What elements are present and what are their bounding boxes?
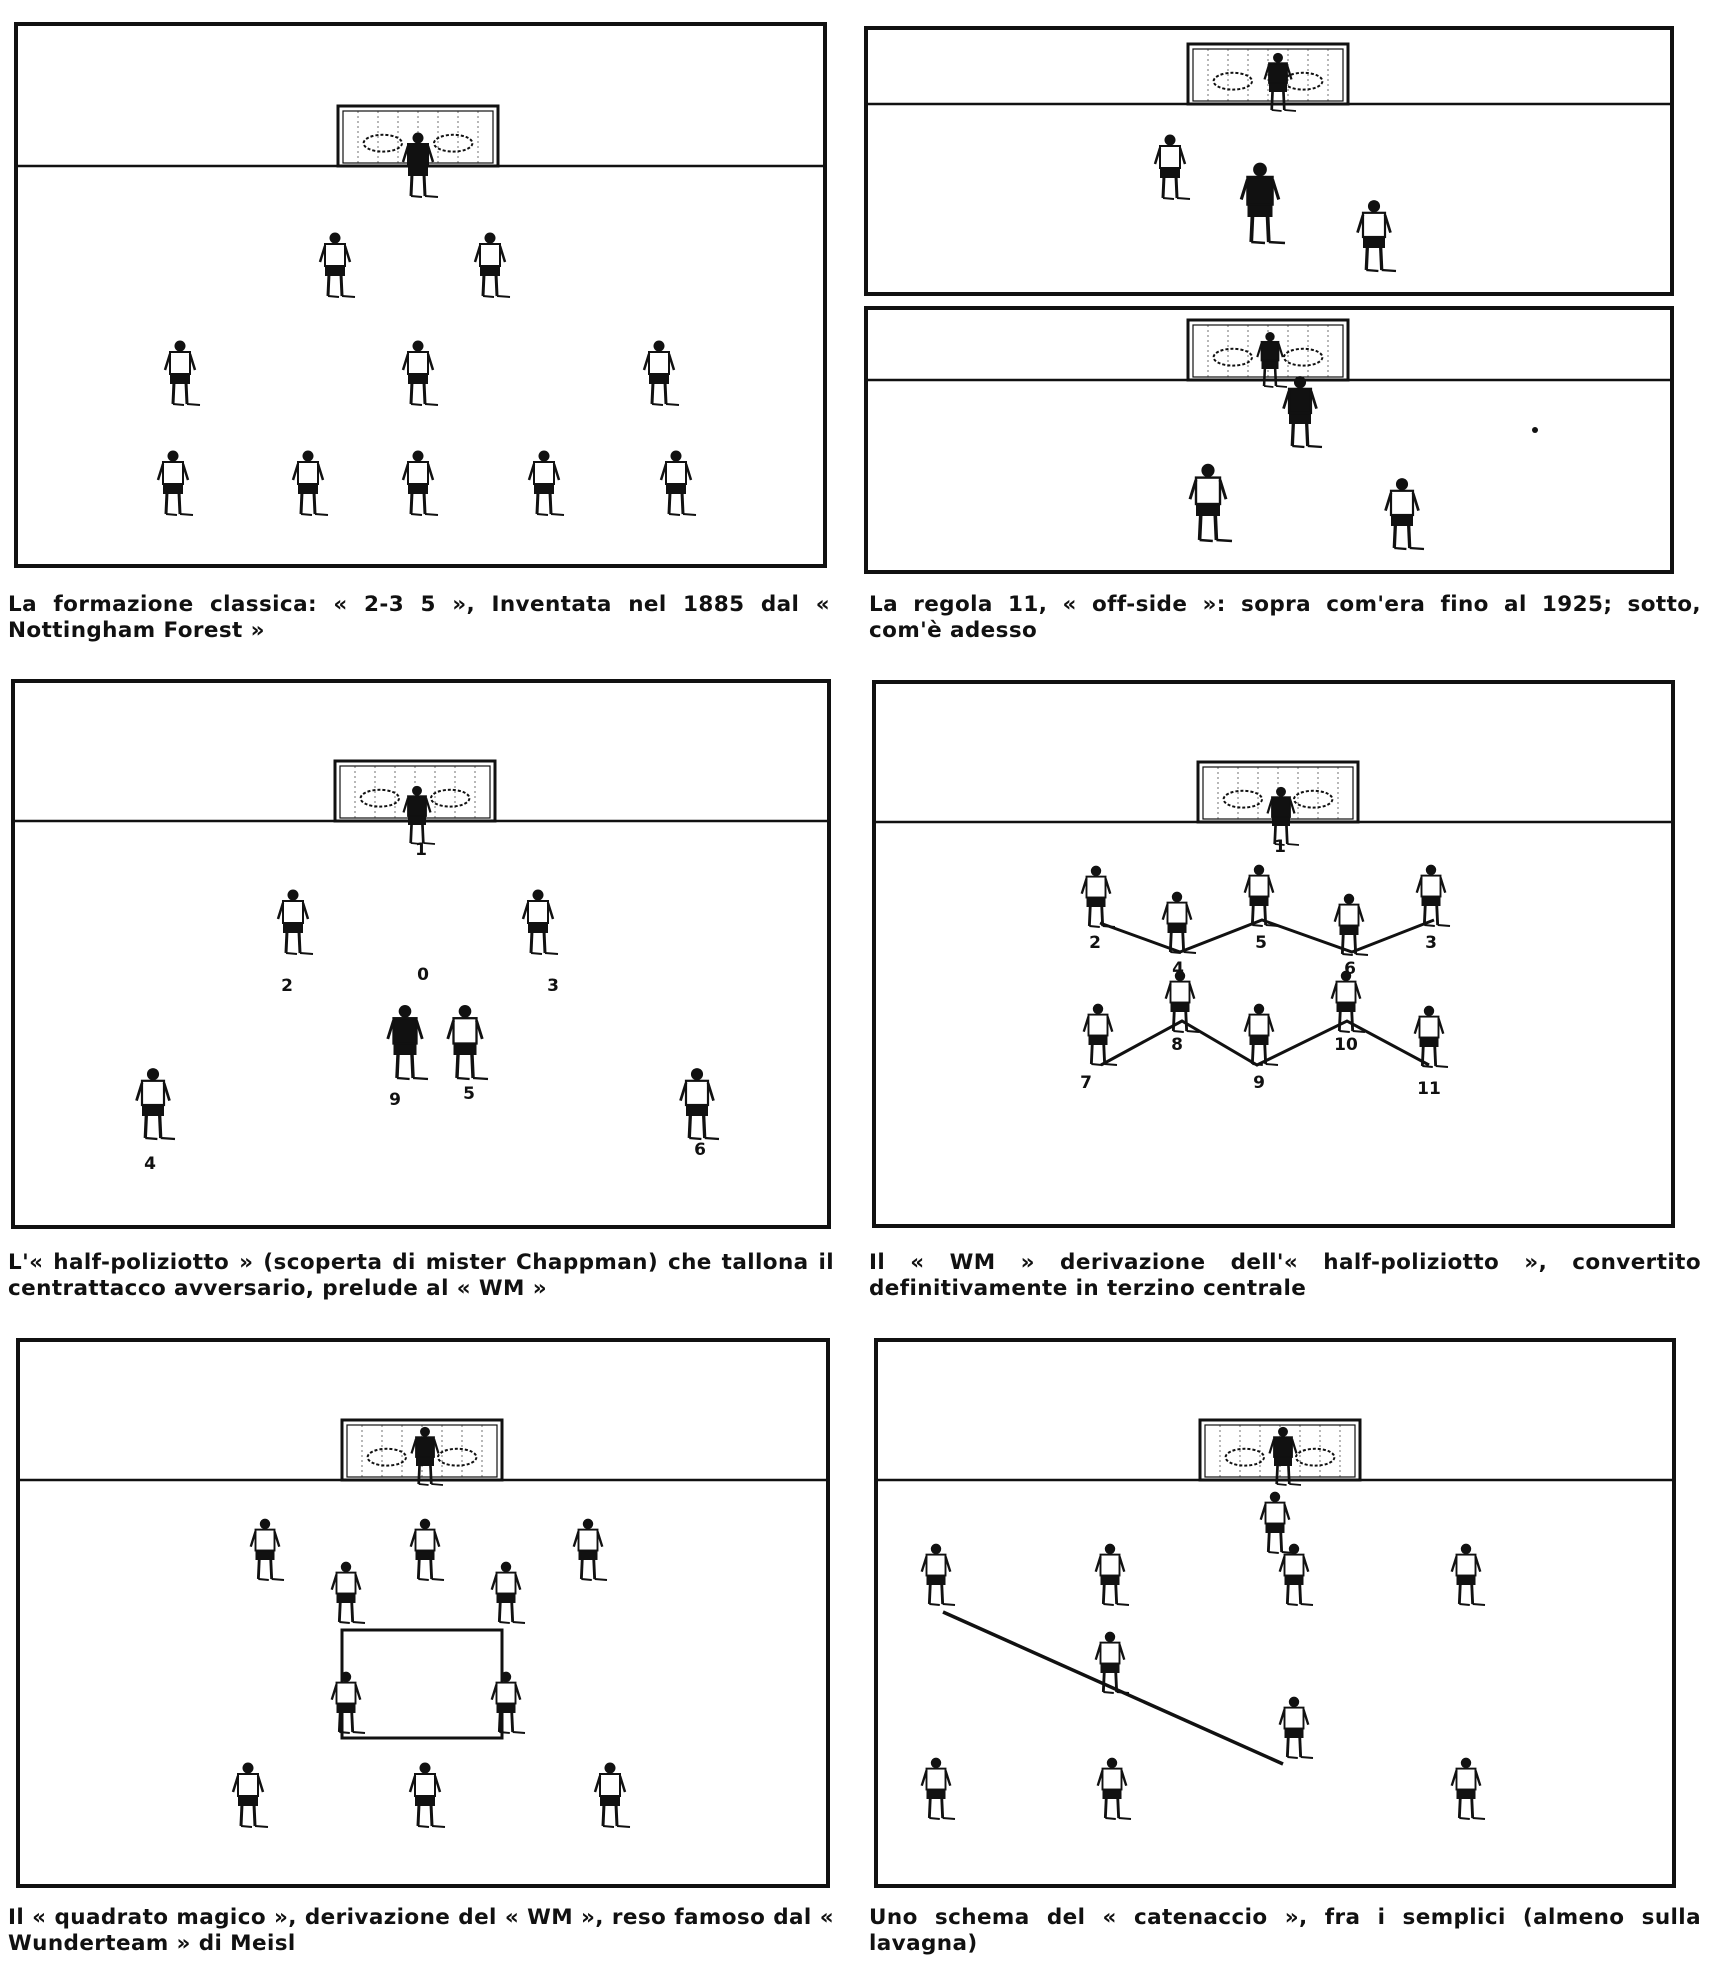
- player-number: 2: [1089, 933, 1101, 953]
- player-number: 9: [1253, 1073, 1265, 1093]
- half-policeman: [448, 1005, 488, 1079]
- player-number: 10: [1334, 1035, 1358, 1055]
- player: [595, 1763, 630, 1828]
- player: [922, 1544, 955, 1605]
- player: [251, 1519, 284, 1580]
- player: [661, 451, 696, 516]
- player-number: 1: [415, 840, 427, 860]
- caption-classic-formation: La formazione classica: « 2-3 5 », Inven…: [8, 592, 830, 644]
- player: [492, 1672, 525, 1733]
- center-forward: [388, 1005, 428, 1079]
- player: [233, 1763, 268, 1828]
- player-number: 3: [1425, 933, 1437, 953]
- player-number: 11: [1417, 1079, 1441, 1099]
- defender: [1190, 464, 1232, 541]
- player-number: 0: [417, 965, 429, 985]
- player-number: 5: [463, 1084, 475, 1104]
- player: [492, 1562, 525, 1623]
- player: [1261, 1492, 1294, 1553]
- player: [411, 1519, 444, 1580]
- player-number: 2: [281, 976, 293, 996]
- player: [1452, 1758, 1485, 1819]
- caption-magic-square: Il « quadrato magico », derivazione del …: [8, 1905, 834, 1957]
- player: [922, 1758, 955, 1819]
- panel-half-policeman: 1 2 3 0 9 5 4 6: [11, 679, 831, 1229]
- player: [1084, 1004, 1117, 1065]
- player: [332, 1672, 365, 1733]
- caption-wm: Il « WM » derivazione dell'« half-polizi…: [869, 1250, 1701, 1302]
- player: [293, 451, 328, 516]
- player: [644, 341, 679, 406]
- defender: [1386, 478, 1425, 549]
- player: [1452, 1544, 1485, 1605]
- goalkeeper: [404, 786, 436, 844]
- caption-offside: La regola 11, « off-side »: sopra com'er…: [869, 592, 1701, 644]
- player: [475, 233, 510, 298]
- player: [403, 451, 438, 516]
- player-number: 7: [1080, 1073, 1092, 1093]
- player: [332, 1562, 365, 1623]
- player-number: 5: [1255, 933, 1267, 953]
- player: [529, 451, 564, 516]
- player-number: 4: [1172, 959, 1184, 979]
- player: [1163, 892, 1196, 953]
- caption-half-policeman: L'« half-poliziotto » (scoperta di miste…: [8, 1250, 834, 1302]
- catenaccio-diagram: [878, 1342, 1672, 1884]
- player: [1082, 866, 1115, 927]
- player: [681, 1068, 720, 1139]
- player-number: 3: [547, 976, 559, 996]
- caption-catenaccio: Uno schema del « catenaccio », fra i sem…: [869, 1905, 1701, 1957]
- half-policeman-diagram: 1 2 3 0 9 5 4 6: [15, 683, 827, 1225]
- magic-square-lines: [342, 1630, 502, 1738]
- player: [137, 1068, 176, 1139]
- magic-square-diagram: [20, 1342, 826, 1884]
- player: [165, 341, 200, 406]
- ball: [1532, 427, 1538, 433]
- classic-formation-diagram: [18, 26, 823, 564]
- offside-before-diagram: [868, 30, 1670, 292]
- player: [1280, 1697, 1313, 1758]
- player: [278, 890, 313, 955]
- panel-offside-before: [864, 26, 1674, 296]
- player: [574, 1519, 607, 1580]
- panel-wm: 1 2 4 5 6 3 7 8 9 10 11: [872, 680, 1675, 1228]
- player: [320, 233, 355, 298]
- attacker-with-ball: [1284, 376, 1323, 447]
- player: [1417, 865, 1450, 926]
- player: [1335, 894, 1368, 955]
- player-number: 8: [1171, 1035, 1183, 1055]
- player: [158, 451, 193, 516]
- offside-now-diagram: [868, 310, 1670, 570]
- panel-magic-square: [16, 1338, 830, 1888]
- defender: [1358, 200, 1397, 271]
- player: [410, 1763, 445, 1828]
- player: [1098, 1758, 1131, 1819]
- panel-classic-formation: [14, 22, 827, 568]
- goal: [1188, 44, 1348, 104]
- player-number: 1: [1274, 837, 1286, 857]
- goalkeeper: [1265, 53, 1297, 111]
- panel-offside-now: [864, 306, 1674, 574]
- panel-catenaccio: [874, 1338, 1676, 1888]
- player-number: 4: [144, 1154, 156, 1174]
- player-number: 6: [694, 1140, 706, 1160]
- player: [403, 341, 438, 406]
- attacker-with-ball: [1241, 163, 1285, 243]
- player: [1245, 865, 1278, 926]
- player-number: 6: [1344, 959, 1356, 979]
- defender: [1155, 135, 1190, 200]
- player: [1096, 1544, 1129, 1605]
- player-number: 9: [389, 1090, 401, 1110]
- player: [523, 890, 558, 955]
- wm-diagram: 1 2 4 5 6 3 7 8 9 10 11: [876, 684, 1671, 1224]
- player: [1415, 1006, 1448, 1067]
